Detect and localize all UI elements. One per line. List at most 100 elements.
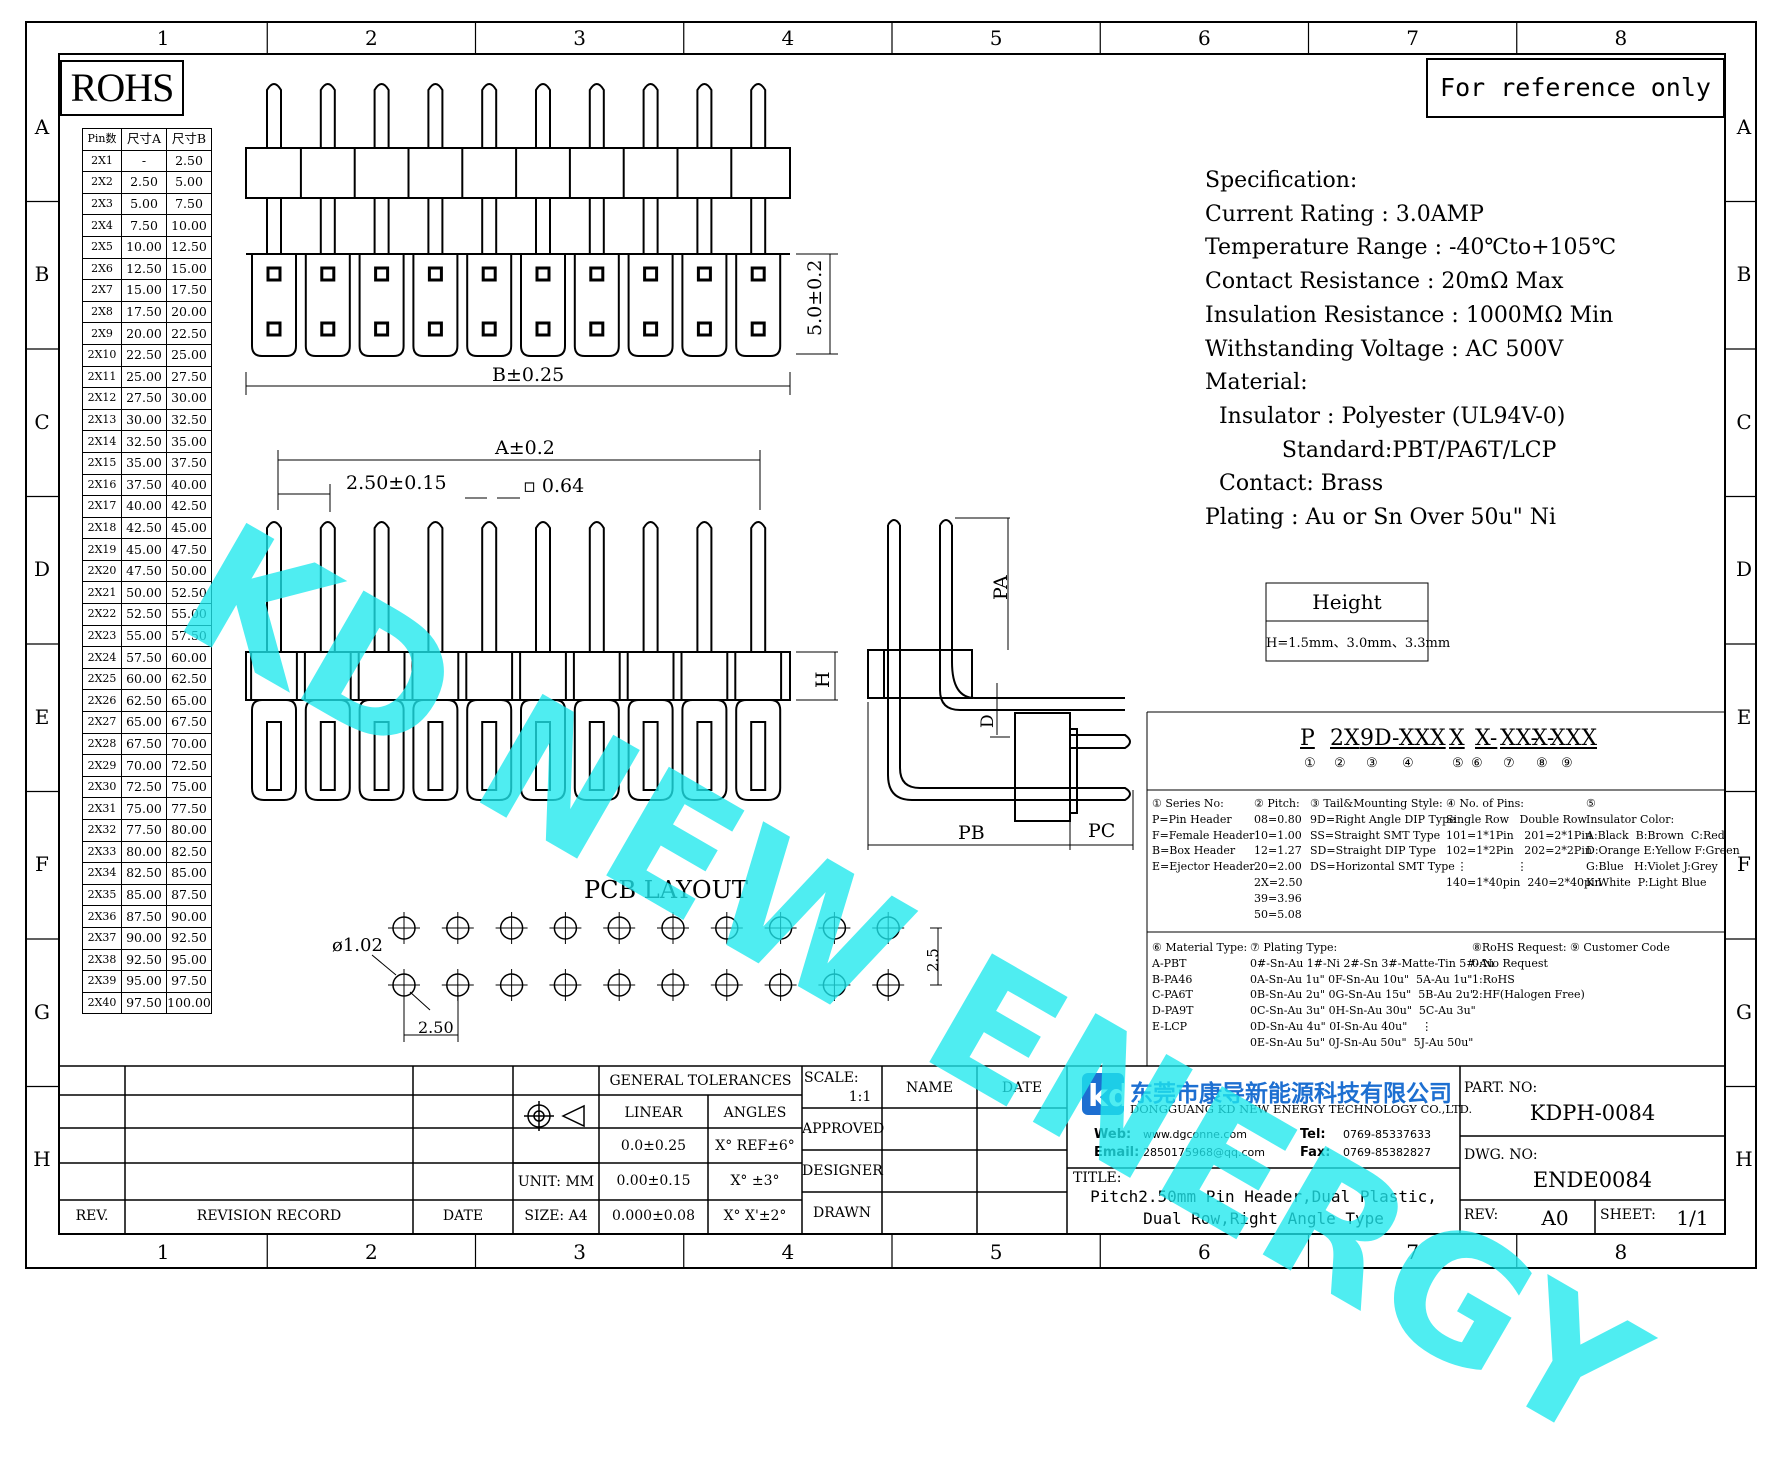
height-box: [1265, 582, 1429, 662]
pin-table-cell: 90.00: [121, 926, 167, 950]
grid-row-label: C: [34, 409, 50, 434]
pin-table-cell: 2X17: [82, 495, 122, 518]
fax-label: Fax:: [1300, 1145, 1331, 1160]
code-line: 140=1*40pin 240=2*40pin: [1446, 875, 1602, 889]
grid-column-label: 3: [573, 1240, 586, 1264]
pin-table-cell: 17.50: [121, 300, 167, 324]
pin-table-cell: -: [121, 149, 167, 173]
code-line: ③ Tail&Mounting Style:: [1310, 797, 1443, 810]
pin-table-cell: 27.50: [121, 387, 167, 410]
spec-line: Specification:: [1205, 168, 1358, 193]
code-line: SD=Straight DIP Type: [1310, 844, 1437, 858]
dim-pin-size: ▫ 0.64: [523, 475, 585, 497]
code-line: K:White P:Light Blue: [1586, 875, 1707, 889]
code-line: A:Black B:Brown C:Red: [1586, 828, 1725, 842]
part-code-number: ⑨: [1561, 756, 1573, 771]
pin-table-cell: 2X19: [82, 538, 122, 561]
code-line: ① Series No:: [1152, 797, 1224, 810]
code-line: 0:No Request: [1472, 956, 1548, 970]
code-line: D:Orange E:Yellow F:Green: [1586, 844, 1740, 858]
general-tolerances: GENERAL TOLERANCES: [609, 1073, 792, 1089]
rev-block-label: REV:: [1464, 1207, 1499, 1223]
pin-table-cell: 82.50: [121, 862, 167, 885]
grid-row-label: H: [33, 1147, 51, 1172]
pin-table-cell: 85.00: [166, 862, 212, 885]
pin-table-cell: 80.00: [166, 819, 212, 842]
grid-row-label: G: [1736, 999, 1752, 1024]
spec-line: Current Rating : 3.0AMP: [1205, 201, 1484, 227]
code-line: ④ No. of Pins:: [1446, 797, 1524, 810]
pin-table-cell: 95.00: [166, 948, 212, 972]
code-line: 1:RoHS: [1472, 972, 1515, 986]
code-line: Single Row Double Row: [1446, 812, 1587, 826]
name-header: NAME: [906, 1080, 953, 1096]
pin-table-cell: 5.00: [166, 171, 212, 194]
code-line: F=Female Header: [1152, 828, 1255, 842]
part-code-number: ④: [1402, 756, 1414, 771]
grid-ticks: [26, 22, 1756, 1268]
code-line: ⑨ Customer Code: [1570, 941, 1670, 954]
pin-table-cell: 2.50: [166, 149, 212, 173]
pin-table-cell: 97.50: [121, 991, 167, 1015]
pin-table-cell: 10.00: [121, 235, 167, 259]
dim-a: A±0.2: [495, 437, 555, 459]
pin-table-cell: 15.00: [121, 279, 167, 302]
rohs-label: ROHS: [60, 60, 184, 116]
pin-table-row: 2X1-2.50: [82, 149, 212, 173]
pin-table-cell: 22.50: [121, 343, 167, 367]
angles-label: ANGLES: [723, 1105, 787, 1121]
pin-table-cell: 47.50: [166, 538, 212, 561]
pin-table-cell: 77.50: [166, 797, 212, 820]
code-line: 12=1.27: [1254, 844, 1302, 858]
grid-column-label: 7: [1406, 1240, 1419, 1264]
code-line: B-PA46: [1152, 972, 1193, 986]
spec-line: Contact Resistance : 20mΩ Max: [1205, 269, 1564, 295]
scale-value: 1:1: [848, 1089, 872, 1105]
pin-table-cell: 2X33: [82, 840, 122, 864]
grid-column-label: 5: [989, 1240, 1003, 1264]
pin-table-cell: 2X37: [82, 926, 122, 950]
pin-table-cell: 62.50: [166, 667, 212, 691]
sheet-value: 1/1: [1676, 1206, 1709, 1230]
code-line: 102=1*2Pin 202=2*2Pin: [1446, 844, 1592, 858]
unit-label: UNIT: MM: [517, 1174, 595, 1190]
pin-table-cell: 40.00: [121, 495, 167, 518]
spec-line: Insulation Resistance : 1000MΩ Min: [1205, 302, 1614, 328]
part-code-segment: X-: [1532, 726, 1555, 751]
pin-table-cell: 67.50: [121, 732, 167, 756]
code-line: E=Ejector Header: [1152, 860, 1255, 874]
spec-line: Contact: Brass: [1205, 471, 1384, 497]
pin-table-cell: 7.50: [121, 214, 167, 237]
pin-table-cell: 2X20: [82, 559, 122, 583]
pin-table-cell: 65.00: [166, 689, 212, 713]
pin-table-cell: 2X14: [82, 430, 122, 453]
pin-table-cell: 2X5: [82, 235, 122, 259]
pin-table-cell: 2X4: [82, 214, 122, 237]
grid-row-label: A: [1736, 114, 1752, 139]
side-view: [867, 519, 1131, 822]
pin-table-cell: 60.00: [121, 667, 167, 691]
code-line: ⑦ Plating Type:: [1250, 941, 1338, 954]
pin-table-cell: 2X16: [82, 473, 122, 497]
pin-table-cell: 70.00: [166, 732, 212, 756]
rev-label: REV.: [75, 1208, 109, 1224]
pin-table-cell: 20.00: [121, 322, 167, 345]
tol-linear-1: 0.0±0.25: [620, 1138, 687, 1154]
pin-table-cell: 72.50: [166, 754, 212, 777]
code-line: 0B-Sn-Au 2u" 0G-Sn-Au 15u" 5B-Au 2u": [1250, 988, 1475, 1002]
pin-table-cell: 75.00: [166, 775, 212, 799]
spec-line: Standard:PBT/PA6T/LCP: [1205, 437, 1557, 463]
pin-table-cell: 2X3: [82, 192, 122, 216]
pin-table-cell: 25.00: [121, 365, 167, 389]
